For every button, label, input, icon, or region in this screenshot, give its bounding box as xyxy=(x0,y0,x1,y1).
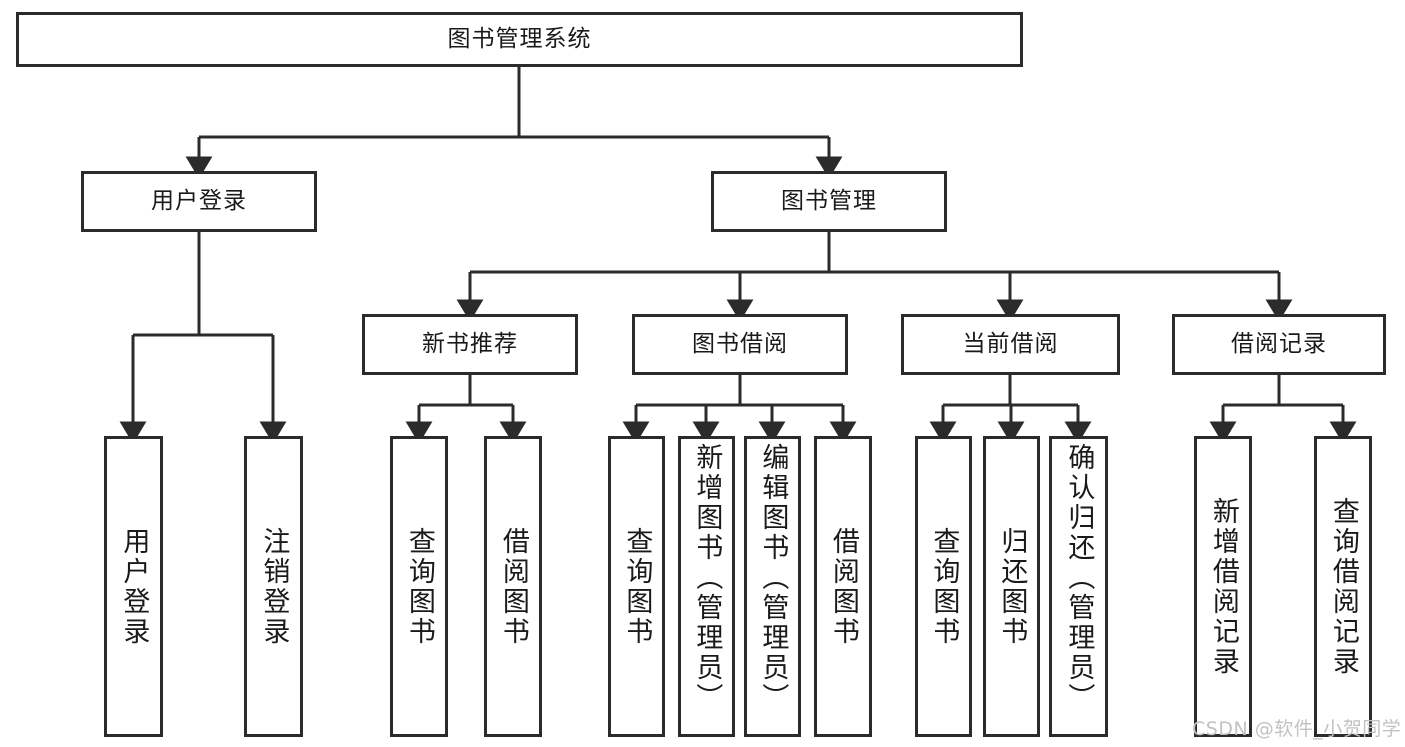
node-label: 查询图书 xyxy=(621,526,653,647)
node-level2-book-management[interactable]: 图书管理 xyxy=(711,171,947,232)
leaf-query-borrow-record[interactable]: 查询借阅记录 xyxy=(1314,436,1372,737)
node-label: 新增图书（管理员） xyxy=(691,443,723,713)
leaf-user-logout[interactable]: 注销登录 xyxy=(244,436,303,737)
node-label: 归还图书 xyxy=(996,526,1028,647)
node-level3-new-book-recommend[interactable]: 新书推荐 xyxy=(362,314,578,375)
node-label: 图书管理 xyxy=(781,188,877,215)
node-label: 查询图书 xyxy=(403,526,435,647)
leaf-query-book-borrow[interactable]: 查询图书 xyxy=(608,436,665,737)
watermark-text: CSDN @软件_小贺同学 xyxy=(1192,718,1402,740)
leaf-return-book[interactable]: 归还图书 xyxy=(983,436,1040,737)
node-label: 新书推荐 xyxy=(422,331,518,358)
node-level2-user-login[interactable]: 用户登录 xyxy=(81,171,317,232)
node-level3-current-borrow[interactable]: 当前借阅 xyxy=(901,314,1120,375)
node-label: 图书借阅 xyxy=(692,331,788,358)
leaf-edit-book-admin[interactable]: 编辑图书（管理员） xyxy=(744,436,801,737)
leaf-user-login[interactable]: 用户登录 xyxy=(104,436,163,737)
node-root-label: 图书管理系统 xyxy=(447,26,592,53)
node-label: 注销登录 xyxy=(258,526,290,647)
node-label: 当前借阅 xyxy=(962,331,1059,358)
node-root[interactable]: 图书管理系统 xyxy=(16,12,1023,67)
leaf-add-borrow-record[interactable]: 新增借阅记录 xyxy=(1194,436,1252,737)
node-label: 新增借阅记录 xyxy=(1207,496,1239,677)
node-label: 确认归还（管理员） xyxy=(1063,443,1095,713)
leaf-query-book-recommend[interactable]: 查询图书 xyxy=(390,436,448,737)
node-label: 查询借阅记录 xyxy=(1327,496,1359,677)
node-level3-book-borrow[interactable]: 图书借阅 xyxy=(632,314,848,375)
node-label: 用户登录 xyxy=(118,526,150,647)
leaf-borrow-book[interactable]: 借阅图书 xyxy=(814,436,872,737)
node-label: 用户登录 xyxy=(151,188,247,215)
node-label: 借阅记录 xyxy=(1231,331,1327,358)
leaf-borrow-book-recommend[interactable]: 借阅图书 xyxy=(484,436,542,737)
leaf-add-book-admin[interactable]: 新增图书（管理员） xyxy=(678,436,735,737)
node-level3-borrow-record[interactable]: 借阅记录 xyxy=(1172,314,1386,375)
node-label: 借阅图书 xyxy=(827,526,859,647)
node-label: 编辑图书（管理员） xyxy=(757,443,789,713)
leaf-query-book-current[interactable]: 查询图书 xyxy=(915,436,972,737)
node-label: 借阅图书 xyxy=(497,526,529,647)
leaf-confirm-return-admin[interactable]: 确认归还（管理员） xyxy=(1049,436,1108,737)
node-label: 查询图书 xyxy=(928,526,960,647)
